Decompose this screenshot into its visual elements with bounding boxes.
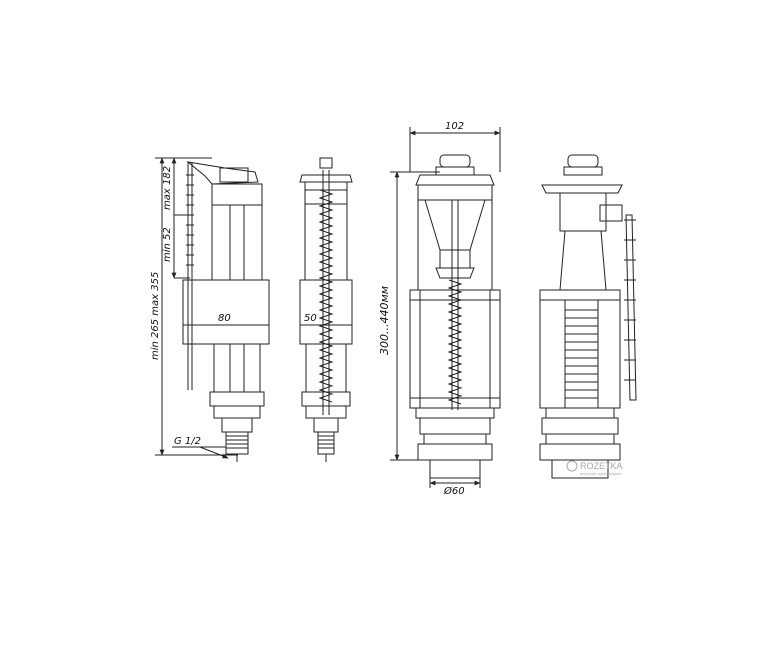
float-travel-max-label: max 182	[162, 166, 173, 210]
float-travel-min-label: min 52	[162, 227, 173, 262]
outlet-diameter-label: Ø60	[443, 485, 465, 497]
fill-valve-height-label: min 265 max 355	[150, 272, 161, 360]
watermark-subtext: интернет-супермаркет	[580, 471, 622, 476]
flush-valve-side-view	[539, 154, 637, 479]
thread-label: G 1/2	[174, 436, 201, 447]
fill-valve-front-view	[299, 157, 353, 462]
fill-valve-side-view	[155, 157, 270, 462]
flush-width-label: 102	[445, 121, 464, 132]
flush-valve-front-view	[390, 127, 501, 488]
watermark-text: ROZETKA	[580, 461, 623, 471]
float-width-side-label: 80	[218, 313, 231, 324]
float-width-front-label: 50	[304, 313, 317, 324]
flush-height-label: 300...440мм	[378, 286, 391, 355]
watermark-logo-icon	[566, 460, 578, 472]
watermark: ROZETKA интернет-супермаркет	[566, 460, 623, 476]
